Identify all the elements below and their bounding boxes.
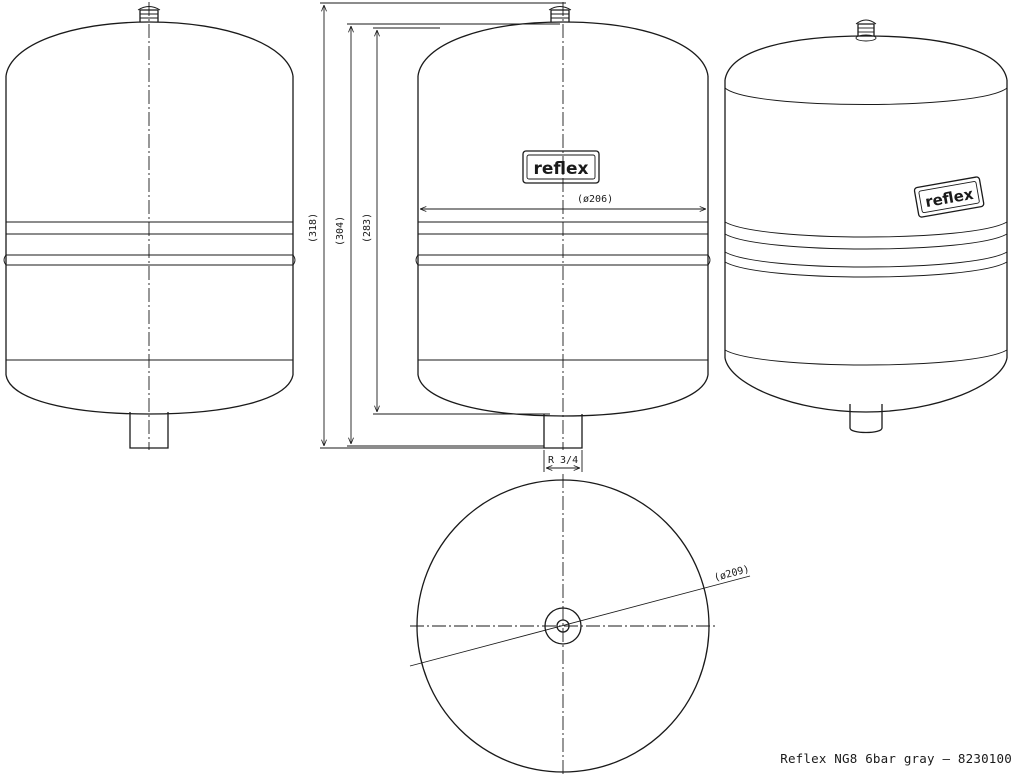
dim-connection-thread: R 3/4 [548, 455, 578, 466]
dim-height-shell: (283) [362, 213, 373, 243]
dim-height-total: (318) [308, 213, 319, 243]
drawing-caption: Reflex NG8 6bar gray – 8230100 [780, 751, 1012, 766]
svg-text:reflex: reflex [533, 159, 588, 179]
top-view: (ø209) [409, 474, 751, 775]
dim-diameter-side: (ø206) [577, 194, 613, 205]
reflex-logo-perspective: reflex [913, 176, 985, 218]
dim-height-body: (304) [335, 216, 346, 246]
reflex-logo: reflex [522, 150, 600, 184]
side-view-left [3, 2, 296, 450]
side-view-center: reflex (ø206) (318) (304) (283) R 3/4 [308, 2, 711, 472]
perspective-view-right: reflex [724, 19, 1008, 434]
